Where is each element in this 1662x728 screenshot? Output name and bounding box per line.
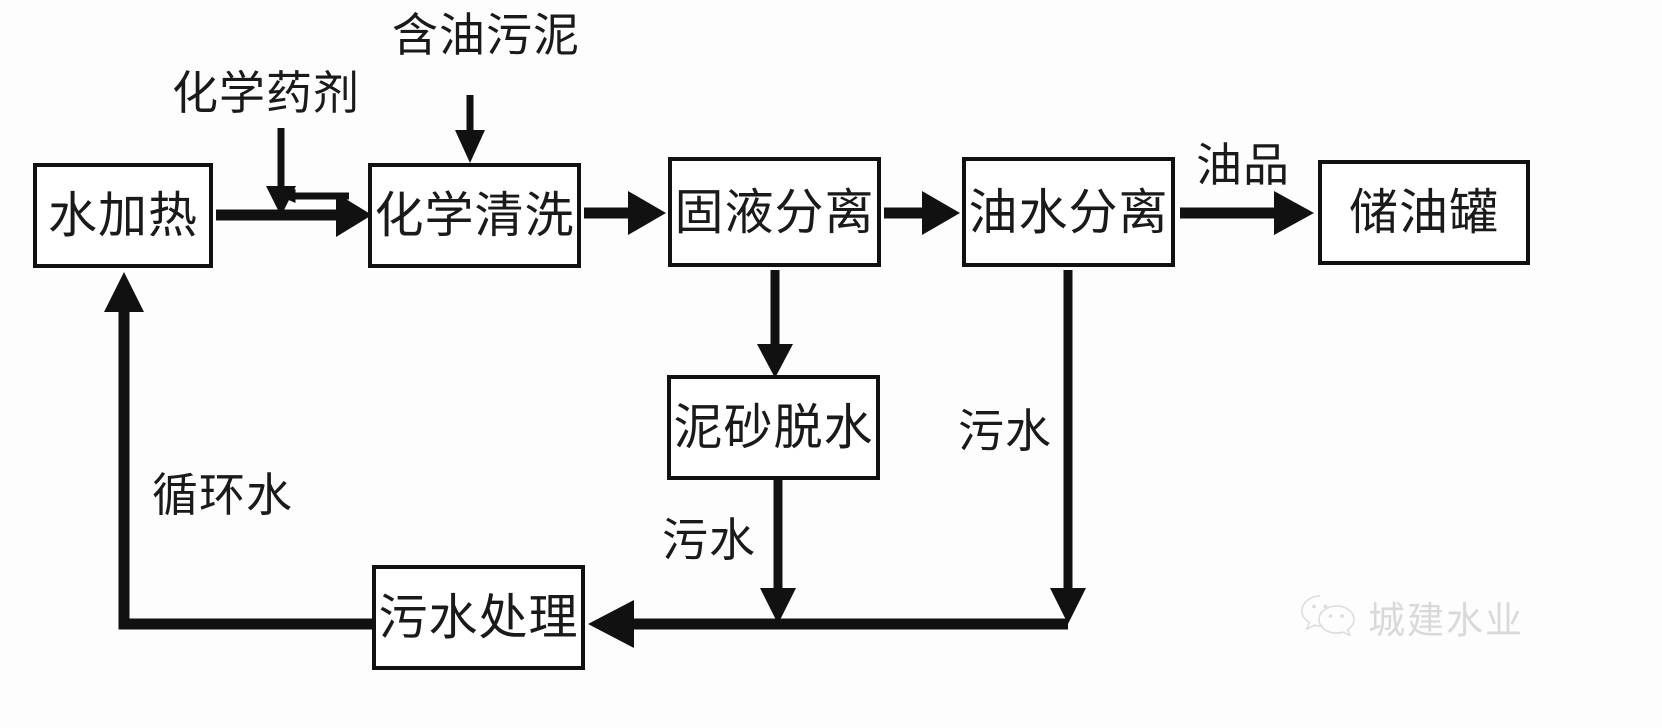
edge-label-oily-sludge: 含油污泥	[392, 8, 580, 62]
node-chemical-washing[interactable]: 化学清洗	[368, 163, 581, 268]
edge-wastewater-to-waterheat	[104, 272, 372, 630]
edge-label-recycled-water: 循环水	[152, 468, 293, 522]
watermark-text: 城建水业	[1368, 599, 1524, 642]
edge-label-chemical-agent: 化学药剂	[172, 66, 360, 120]
edge-dewatering-to-bottomline	[760, 480, 796, 624]
node-oil-water-separation[interactable]: 油水分离	[962, 157, 1175, 267]
edge-solidliquid-to-oilwater	[884, 191, 960, 235]
node-wastewater-treatment[interactable]: 污水处理	[372, 565, 585, 670]
node-label-sludge-dewatering: 泥砂脱水	[673, 399, 874, 456]
edge-oilwater-to-tank	[1180, 191, 1314, 235]
edge-label-wastewater-right: 污水	[958, 404, 1052, 458]
edge-oilwater-to-bottomline	[1050, 270, 1086, 624]
edge-label-oil-product: 油品	[1196, 138, 1290, 192]
node-water-heating[interactable]: 水加热	[33, 163, 213, 268]
edge-waterheat-to-washing	[216, 193, 372, 237]
edge-washing-to-solidliquid	[584, 191, 666, 235]
node-oil-storage-tank[interactable]: 储油罐	[1318, 160, 1530, 265]
node-label-oil-water-separation: 油水分离	[968, 183, 1169, 241]
watermark: 城建水业	[1300, 590, 1524, 644]
node-label-water-heating: 水加热	[47, 187, 198, 244]
node-label-oil-storage-tank: 储油罐	[1348, 184, 1499, 241]
node-label-chemical-washing: 化学清洗	[374, 187, 575, 244]
edge-label-wastewater-middle: 污水	[662, 513, 756, 567]
wechat-icon	[1300, 592, 1356, 642]
edge-solidliquid-to-dewatering	[757, 270, 793, 378]
node-label-wastewater-treatment: 污水处理	[378, 589, 579, 646]
edge-oily-sludge-in	[455, 95, 485, 163]
node-label-solid-liquid-separation: 固液分离	[674, 183, 875, 241]
edge-bottomline-to-wastewater	[588, 600, 1068, 648]
node-solid-liquid-separation[interactable]: 固液分离	[668, 157, 881, 267]
node-sludge-dewatering[interactable]: 泥砂脱水	[667, 375, 880, 480]
